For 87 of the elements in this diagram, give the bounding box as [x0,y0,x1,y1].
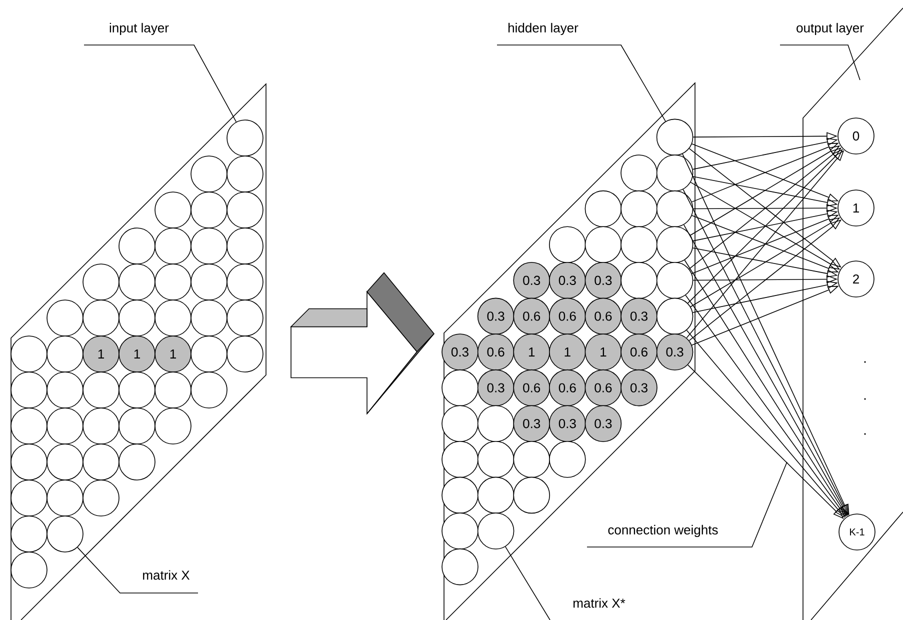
neuron-circle [190,336,228,372]
neuron-circle [584,190,622,228]
neuron-circle [190,156,228,192]
neuron-circle [10,480,48,516]
neuron-circle [154,264,192,300]
callout-label: connection weights [608,524,718,538]
neuron-circle [442,548,478,586]
neuron-circle [477,441,514,478]
neuron-circle [154,228,192,264]
neuron-circle [442,476,478,514]
neuron-circle [82,444,120,480]
neuron-circle [656,262,694,299]
neuron-circle [620,226,658,263]
neuron-circle [82,408,120,444]
neuron-circle [46,300,84,336]
neuron-circle [118,408,156,444]
neuron-circle [154,192,192,228]
neuron-circle [513,476,550,514]
neuron-circle [656,190,694,228]
leader-line [780,44,860,80]
neuron-circle [10,408,48,444]
neuron-circle [549,441,586,478]
neuron-circle [477,405,514,442]
neuron-circle [154,372,192,408]
neuron-circle [190,264,228,300]
neuron-circle [477,512,514,550]
leader-line [504,546,550,620]
ellipsis-dot: . [864,398,866,400]
callout-label: output layer [796,22,864,36]
neuron-circle [118,372,156,408]
connection-arrow [687,149,843,304]
neuron-circle [190,192,228,228]
neuron-circle [10,372,48,408]
neuron-circle [10,336,48,372]
leader-line [84,44,237,122]
neuron-circle [477,476,514,514]
neuron-circle [118,300,156,336]
neuron-circle [226,264,264,300]
neuron-circle [154,300,192,336]
neuron-circle [46,336,84,372]
neuron-circle [656,118,694,156]
neuron-circle [82,300,120,336]
neuron-circle [656,154,694,192]
neuron-circle [118,264,156,300]
neuron-circle [656,226,694,263]
neuron-circle [10,552,48,588]
neuron-circle [513,441,550,478]
neuron-circle [584,226,622,263]
neuron-circle [46,408,84,444]
neuron-circle [620,154,658,192]
ellipsis-dot: . [864,361,866,363]
leader-line [496,44,666,122]
neuron-circle [118,228,156,264]
neuron-circle [226,300,264,336]
neuron-circle [190,300,228,336]
neuron-circle [620,262,658,299]
neuron-circle [82,264,120,300]
leader-line [586,462,788,548]
neuron-circle [226,336,264,372]
neuron-circle [46,444,84,480]
callout-label: hidden layer [508,22,578,36]
neuron-circle [620,190,658,228]
ellipsis-dot: . [864,433,866,435]
neuron-circle [442,441,478,478]
neuron-circle [226,156,264,192]
neuron-circle [118,444,156,480]
layer-parallelogram [10,83,266,620]
neuron-circle [226,192,264,228]
neuron-circle [10,516,48,552]
neuron-circle [154,408,192,444]
neuron-circle [226,120,264,156]
neuron-circle [46,480,84,516]
callout-label: input layer [110,22,169,36]
neuron-circle [442,405,478,442]
neuron-circle [10,444,48,480]
neuron-circle [46,516,84,552]
neuron-circle [82,372,120,408]
neuron-circle [190,372,228,408]
neuron-circle [656,298,694,335]
neuron-circle [442,369,478,406]
leader-line [77,547,198,594]
neuron-circle [549,226,586,263]
neuron-circle [82,480,120,516]
neuron-circle [442,512,478,550]
neuron-circle [46,372,84,408]
neuron-circle [226,228,264,264]
neuron-circle [190,228,228,264]
